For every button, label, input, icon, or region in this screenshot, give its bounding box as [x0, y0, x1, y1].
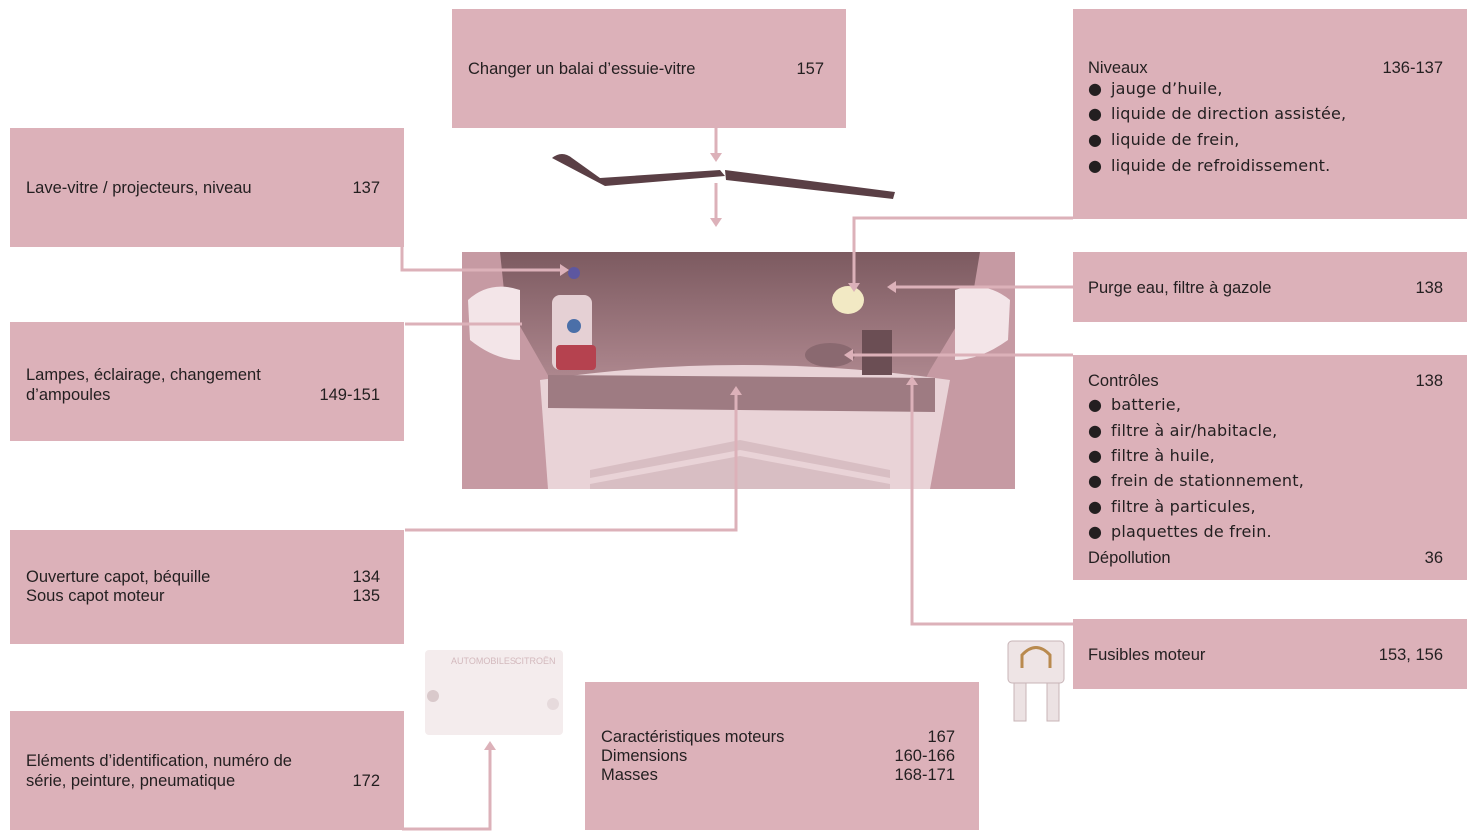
identification-page: 172	[352, 772, 380, 790]
checks-bullet-icon: ●	[1088, 471, 1103, 490]
levels-item: liquide de direction assistée,	[1111, 104, 1347, 123]
washer-level-box: Lave-vitre / projecteurs, niveau 137	[10, 128, 404, 247]
levels-item: liquide de refroidissement.	[1111, 156, 1331, 175]
checks-title: Contrôles	[1088, 372, 1159, 390]
checks-item: batterie,	[1111, 395, 1182, 414]
identification-box: Eléments d’identification, numéro de sér…	[10, 711, 404, 830]
fuel-filter-drain-page: 138	[1415, 279, 1443, 297]
bonnet-page2: 135	[352, 587, 380, 605]
levels-bullet-icon: ●	[1088, 130, 1103, 149]
checks-item: filtre à huile,	[1111, 446, 1215, 465]
bonnet-line2: Sous capot moteur	[26, 587, 165, 605]
specifications-box: Caractéristiques moteurs 167 Dimensions …	[585, 682, 979, 830]
checks-bullet-icon: ●	[1088, 421, 1103, 440]
identification-line2: série, peinture, pneumatique	[26, 772, 236, 790]
levels-bullet-icon: ●	[1088, 104, 1103, 123]
specs-row-page: 160-166	[894, 747, 955, 765]
washer-level-page: 137	[352, 179, 380, 197]
levels-page: 136-137	[1382, 59, 1443, 77]
wiper-blade-page: 157	[796, 60, 824, 78]
engine-fuses-page: 153, 156	[1378, 646, 1443, 664]
levels-item: jauge d’huile,	[1111, 79, 1223, 98]
plate-brand-text: AUTOMOBILES	[451, 656, 516, 666]
checks-box: Contrôles 138 ● batterie, ● filtre à air…	[1073, 355, 1467, 580]
specs-row-label: Masses	[601, 766, 658, 784]
checks-page: 138	[1415, 372, 1443, 390]
checks-bullet-icon: ●	[1088, 497, 1103, 516]
wiper-blade-box: Changer un balai d’essuie-vitre 157	[452, 9, 846, 128]
checks-item: plaquettes de frein.	[1111, 522, 1272, 541]
checks-item: filtre à air/habitacle,	[1111, 421, 1278, 440]
levels-bullet-icon: ●	[1088, 156, 1103, 175]
specs-row-label: Caractéristiques moteurs	[601, 728, 785, 746]
wiper-blade-label: Changer un balai d’essuie-vitre	[468, 60, 696, 78]
identification-plate-illustration: AUTOMOBILES CITROËN	[425, 650, 563, 735]
lamps-page: 149-151	[319, 386, 380, 404]
checks-bullet-icon: ●	[1088, 446, 1103, 465]
bonnet-box: Ouverture capot, béquille 134 Sous capot…	[10, 530, 404, 644]
checks-item: frein de stationnement,	[1111, 471, 1305, 490]
checks-bullet-icon: ●	[1088, 395, 1103, 414]
checks-item: filtre à particules,	[1111, 497, 1256, 516]
checks-footer-page: 36	[1424, 549, 1443, 567]
bonnet-page1: 134	[352, 568, 380, 586]
checks-footer: Dépollution	[1088, 549, 1171, 567]
bonnet-line1: Ouverture capot, béquille	[26, 568, 211, 586]
plate-brand-text-2: CITROËN	[515, 656, 556, 666]
fuel-filter-drain-label: Purge eau, filtre à gazole	[1088, 279, 1272, 297]
levels-item: liquide de frein,	[1111, 130, 1240, 149]
levels-box: Niveaux 136-137 ● jauge d’huile, ● liqui…	[1073, 9, 1467, 219]
plate-rivet-left	[427, 690, 439, 702]
identification-line1: Eléments d’identification, numéro de	[26, 752, 292, 770]
fuel-filter-drain-box: Purge eau, filtre à gazole 138	[1073, 252, 1467, 322]
lamps-box: Lampes, éclairage, changement d’ampoules…	[10, 322, 404, 441]
specs-row-label: Dimensions	[601, 747, 688, 765]
engine-fuses-box: Fusibles moteur 153, 156	[1073, 619, 1467, 689]
plate-rivet-right	[547, 698, 559, 710]
lamps-line2: d’ampoules	[26, 386, 111, 404]
levels-title: Niveaux	[1088, 59, 1148, 77]
engine-fuses-label: Fusibles moteur	[1088, 646, 1206, 664]
levels-bullet-icon: ●	[1088, 79, 1103, 98]
checks-bullet-icon: ●	[1088, 522, 1103, 541]
washer-level-label: Lave-vitre / projecteurs, niveau	[26, 179, 252, 197]
lamps-line1: Lampes, éclairage, changement	[26, 366, 261, 384]
specs-row-page: 167	[927, 728, 955, 746]
specs-row-page: 168-171	[894, 766, 955, 784]
